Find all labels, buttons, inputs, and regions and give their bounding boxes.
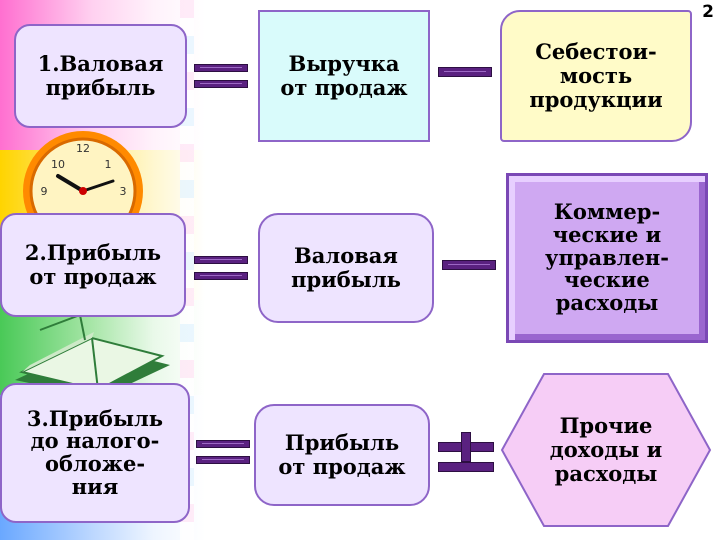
operand-label: Коммер- ческие и управлен- ческие расход… [545,199,669,315]
operand-label: Себестои- мость продукции [529,39,663,112]
plus-operator [438,432,494,472]
svg-text:9: 9 [41,185,48,198]
svg-text:12: 12 [76,142,90,155]
result-label: 2.Прибыль от продаж [24,240,162,289]
result-box-sales-profit: 2.Прибыль от продаж [0,213,186,317]
result-label: 1.Валовая прибыль [37,51,164,100]
minus-operator [438,67,492,77]
svg-text:10: 10 [51,158,65,171]
operand-box-revenue: Выручка от продаж [258,10,430,142]
equals-operator [194,64,248,88]
operand-box-cost-of-goods: Себестои- мость продукции [500,10,692,142]
result-label: 3.Прибыль до налого- обложе- ния [26,405,164,499]
operand-label: Выручка от продаж [280,51,408,100]
operand-box-sales-profit: Прибыль от продаж [254,404,430,506]
operand-label: Прибыль от продаж [278,430,406,479]
equals-operator [196,440,250,464]
operand-box-selling-admin-expenses: Коммер- ческие и управлен- ческие расход… [506,173,708,343]
operand-box-other-income-expenses: Прочие доходы и расходы [500,372,712,528]
minus-operator [442,260,496,270]
result-box-gross-profit: 1.Валовая прибыль [14,24,187,128]
page-number: 2 [702,2,714,22]
operand-label: Валовая прибыль [291,243,401,292]
operand-box-gross-profit: Валовая прибыль [258,213,434,323]
result-box-pretax-profit: 3.Прибыль до налого- обложе- ния [0,383,190,523]
svg-text:1: 1 [105,158,112,171]
svg-text:3: 3 [120,185,127,198]
hexagon-shape [500,373,712,527]
operand-label: Прочие доходы и расходы [549,412,663,487]
equals-operator [194,256,248,280]
